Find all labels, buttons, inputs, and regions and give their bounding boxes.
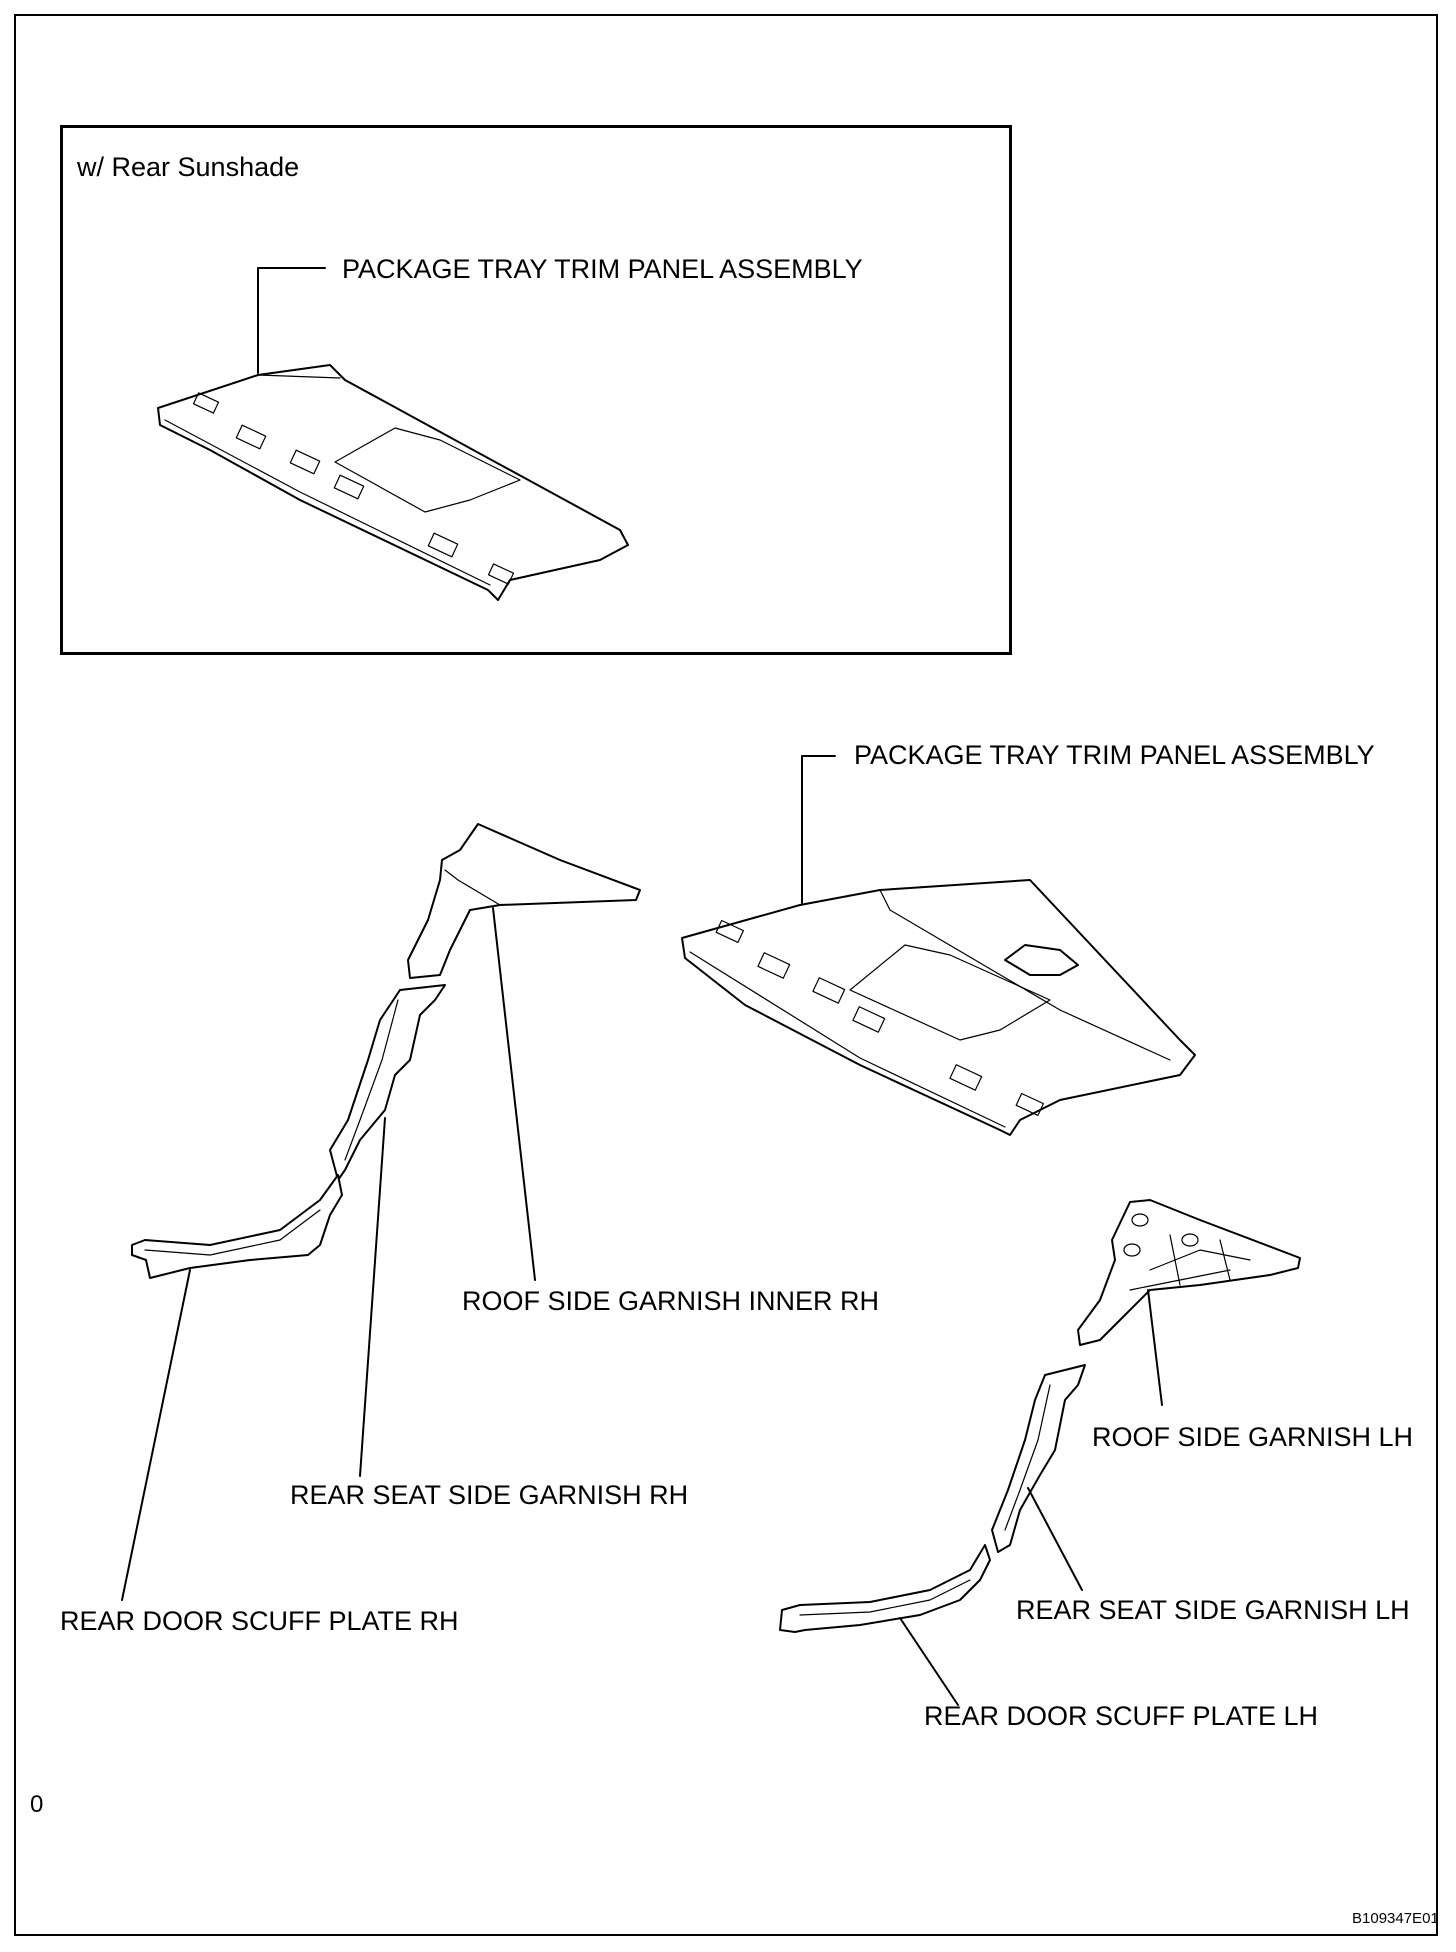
roof-side-garnish-lh-label: ROOF SIDE GARNISH LH [1092, 1422, 1414, 1452]
footer-left-mark: 0 [30, 1791, 44, 1818]
figure-code: B109347E01 [1352, 1910, 1439, 1927]
rear-door-scuff-plate-rh-label: REAR DOOR SCUFF PLATE RH [60, 1606, 459, 1636]
drawing-frame [14, 14, 1438, 1936]
inset-package-tray-label: PACKAGE TRAY TRIM PANEL ASSEMBLY [342, 254, 863, 284]
main-package-tray-drawing [681, 755, 1196, 1136]
roof-side-garnish-inner-rh-drawing [407, 823, 641, 1281]
rear-door-scuff-plate-lh-drawing [779, 1544, 991, 1706]
inset-package-tray-drawing [157, 267, 629, 601]
rear-seat-side-garnish-rh-drawing [329, 984, 446, 1477]
rear-seat-side-garnish-lh-label: REAR SEAT SIDE GARNISH LH [1016, 1595, 1410, 1625]
rear-door-scuff-plate-lh-label: REAR DOOR SCUFF PLATE LH [924, 1701, 1319, 1731]
rear-seat-side-garnish-lh-drawing [991, 1364, 1086, 1591]
roof-side-garnish-inner-rh-label: ROOF SIDE GARNISH INNER RH [462, 1286, 880, 1316]
inset-title: w/ Rear Sunshade [77, 152, 300, 182]
main-package-tray-label: PACKAGE TRAY TRIM PANEL ASSEMBLY [854, 740, 1375, 770]
rear-door-scuff-plate-rh-drawing [121, 1174, 343, 1601]
rear-seat-side-garnish-rh-label: REAR SEAT SIDE GARNISH RH [290, 1480, 689, 1510]
roof-side-garnish-lh-drawing [1077, 1199, 1301, 1406]
rear-sunshade-inset [60, 125, 1012, 655]
